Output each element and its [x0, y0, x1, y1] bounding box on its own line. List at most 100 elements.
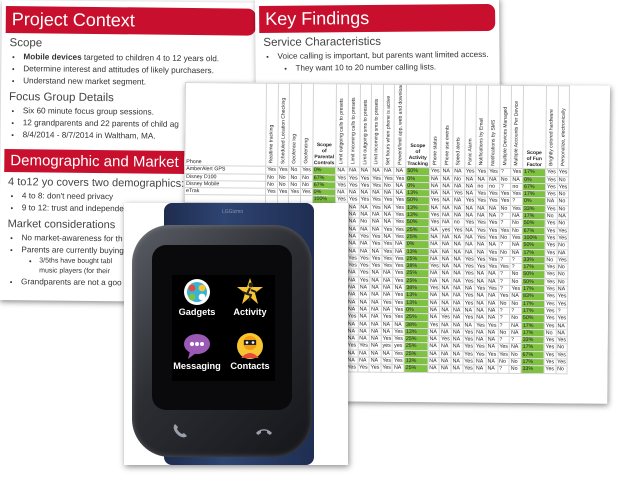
table-cell: Yes: [486, 285, 499, 293]
table-cell: 25%: [404, 350, 428, 358]
table-cell: Yes: [544, 278, 557, 286]
table-cell: 25%: [404, 269, 429, 278]
table-cell: Yes: [544, 249, 557, 257]
table-cell: NA: [474, 358, 487, 366]
table-cell: No: [545, 212, 557, 221]
table-cell: Yes: [556, 256, 569, 265]
table-cell: 100%: [522, 234, 546, 242]
table-cell: NA: [439, 357, 452, 366]
table-cell: NA: [439, 365, 452, 373]
table-header-cell: Limit outgoing calls to presets: [335, 83, 349, 168]
app-gadgets[interactable]: Gadgets: [172, 275, 222, 325]
table-cell: NA: [464, 204, 476, 213]
table-cell: NA: [429, 182, 441, 190]
table-cell: NA: [358, 240, 371, 248]
table-cell: NA: [440, 211, 453, 220]
app-activity[interactable]: Activity: [225, 275, 275, 325]
table-cell: 17%: [522, 168, 546, 177]
table-cell: Yes: [498, 226, 511, 235]
table-cell: Yes: [555, 358, 568, 367]
table-cell: NA: [463, 212, 476, 220]
table-cell: Yes: [545, 227, 557, 235]
header-label: Set hours when phone is active: [385, 95, 392, 165]
table-cell: NA: [486, 292, 499, 300]
table-cell: ?: [498, 285, 511, 293]
app-messaging[interactable]: Messaging: [172, 329, 222, 379]
table-cell: NA: [486, 328, 498, 337]
table-cell: Yes: [358, 196, 371, 204]
table-header-cell: Realtime tracking: [265, 83, 279, 167]
table-cell: no: [510, 183, 523, 191]
table-cell: 17%: [521, 329, 545, 337]
table-cell: NA: [357, 327, 370, 336]
table-cell: NA: [346, 247, 359, 255]
table-cell: NA: [451, 270, 464, 278]
table-cell: NA: [464, 190, 476, 198]
table-cell: Yes: [556, 314, 568, 323]
table-cell: Yes: [487, 234, 499, 242]
table-cell: Yes: [475, 255, 487, 264]
table-cell: Yes: [358, 269, 371, 277]
table-cell: NA: [358, 247, 371, 255]
table-cell: NA: [346, 240, 359, 248]
table-cell: 0%: [522, 176, 546, 184]
table-header-cell: Notifications by Email: [476, 85, 489, 169]
table-cell: No: [509, 358, 522, 366]
table-cell: NA: [370, 218, 383, 226]
table-cell: No: [557, 198, 569, 206]
header-label: Phone use events: [443, 125, 451, 166]
table-cell: No: [556, 278, 569, 286]
table-cell: Yes: [359, 181, 371, 190]
table-cell: ?: [497, 321, 510, 330]
table-cell: Yes: [265, 188, 278, 196]
table-cell: 17%: [521, 263, 545, 272]
table-cell: NA: [440, 182, 453, 191]
row-label: AmberAlert GPS: [184, 165, 266, 174]
table-cell: Yes: [300, 166, 313, 175]
findings-list: Voice calling is important, but parents …: [255, 49, 499, 75]
table-cell: Yes: [380, 364, 393, 372]
table-cell: NA: [486, 358, 498, 366]
table-cell: NA: [451, 262, 464, 271]
table-cell: NA: [427, 328, 440, 336]
table-cell: NA: [428, 299, 440, 307]
app-contacts[interactable]: Contacts: [225, 329, 275, 379]
table-cell: Yes: [463, 263, 476, 271]
watch-bezel: Gadgets Activity: [152, 245, 292, 410]
header-label: Brightly colored hardware: [548, 109, 555, 167]
table-cell: Yes: [475, 226, 488, 235]
table-cell: ?: [498, 270, 511, 279]
end-call-icon[interactable]: [254, 421, 274, 441]
table-cell: NA: [394, 167, 406, 176]
table-cell: No: [510, 270, 522, 279]
table-cell: NA: [346, 305, 359, 314]
table-cell: Yes: [428, 262, 441, 271]
table-header-cell: Panic Alarm: [464, 84, 477, 169]
header-label: Prevent/limit app, web and downloading: [396, 84, 404, 165]
table-cell: Yes: [393, 211, 406, 219]
table-cell: NA: [463, 233, 476, 242]
watch-case: Gadgets Activity: [132, 225, 312, 457]
header-label: Notifications by SMS: [490, 119, 497, 166]
table-cell: Yes: [556, 227, 569, 235]
table-cell: Yes: [545, 220, 557, 228]
table-cell: Yes: [475, 219, 488, 227]
table-cell: Yes: [486, 248, 499, 257]
phone-icon[interactable]: [170, 421, 190, 441]
table-cell: 17%: [521, 285, 545, 293]
table-cell: Yes: [346, 313, 358, 321]
table-cell: ?: [497, 336, 510, 344]
table-cell: Yes: [497, 350, 510, 359]
table-cell: NA: [369, 284, 382, 292]
table-cell: NA: [440, 241, 453, 249]
table-cell: Yes: [394, 174, 406, 183]
table-cell: 67%: [522, 183, 546, 191]
table-cell: 50%: [521, 270, 545, 279]
activity-icon: [237, 278, 263, 304]
table-cell: Yes: [486, 350, 498, 359]
table-cell: NA: [369, 269, 382, 277]
table-cell: NA: [510, 212, 523, 220]
table-cell: No: [557, 190, 569, 199]
table-cell: NA: [347, 218, 359, 226]
table-cell: NA: [439, 306, 452, 315]
